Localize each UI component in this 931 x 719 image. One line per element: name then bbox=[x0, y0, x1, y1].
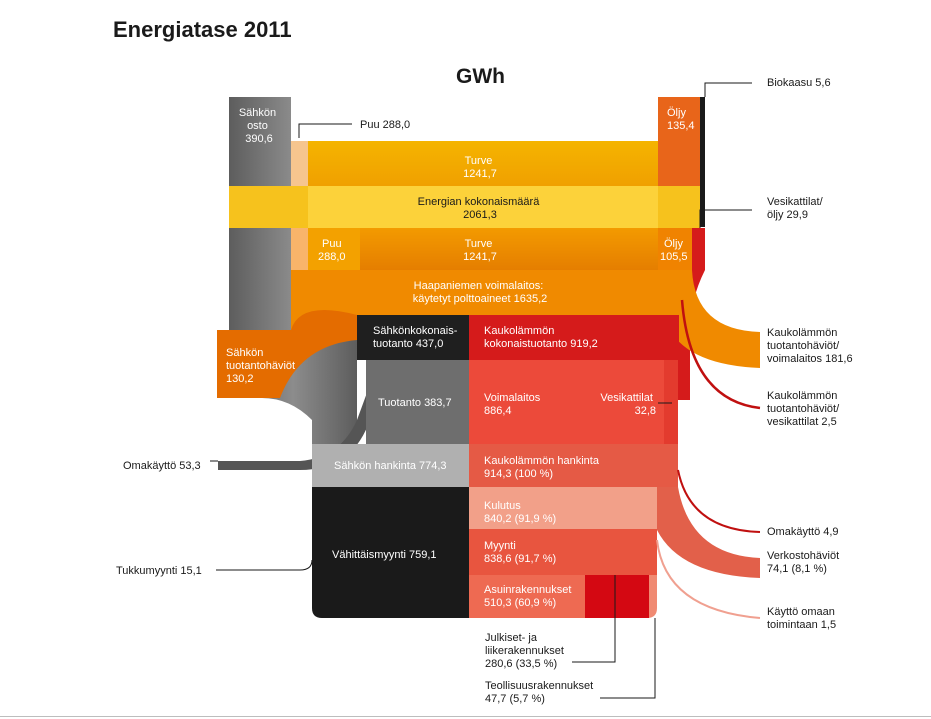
label-omakaytto-right: Omakäyttö 4,9 bbox=[767, 526, 839, 538]
sahkon-hankinta-box bbox=[312, 444, 469, 487]
bottom-divider bbox=[0, 716, 931, 717]
label-sahkon-hankinta: Sähkön hankinta 774,3 bbox=[334, 460, 447, 472]
page-title: Energiatase 2011 bbox=[113, 17, 292, 42]
label-vahittaismyynti: Vähittäismyynti 759,1 bbox=[332, 549, 437, 561]
teollisuus-box bbox=[647, 575, 657, 618]
label-biokaasu: Biokaasu 5,6 bbox=[767, 77, 831, 89]
label-vesikattilat-oljy: Vesikattilat/ öljy 29,9 bbox=[767, 196, 826, 221]
label-tukkumyynti: Tukkumyynti 15,1 bbox=[116, 565, 202, 577]
kl-tuotantohaviot-vesikattilat-flow bbox=[680, 299, 761, 410]
kulutus-box bbox=[469, 487, 657, 529]
leader-lines bbox=[210, 82, 752, 699]
verkostohaviot-flow bbox=[657, 487, 760, 578]
julkiset-box bbox=[585, 575, 649, 618]
label-asuinrakennukset: Asuinrakennukset 510,3 (60,9 %) bbox=[484, 584, 575, 609]
label-oljy-mid: Öljy 105,5 bbox=[660, 238, 688, 263]
label-teollisuus: Teollisuusrakennukset 47,7 (5,7 %) bbox=[485, 680, 596, 705]
unit-label: GWh bbox=[456, 65, 505, 88]
label-haapaniemi: Haapaniemen voimalaitos: käytetyt poltto… bbox=[413, 280, 548, 305]
voimalaitos-box bbox=[469, 360, 664, 444]
kaukolammon-hankinta-box bbox=[469, 444, 678, 487]
puu-mid-bar bbox=[291, 228, 308, 270]
label-kl-tuotantohaviot-vesikattilat: Kaukolämmön tuotantohäviöt/ vesikattilat… bbox=[767, 390, 842, 428]
label-omakaytto-left: Omakäyttö 53,3 bbox=[123, 460, 201, 472]
vesikattilat-box bbox=[664, 360, 678, 444]
kaukolammon-kokonaistuotanto-box bbox=[469, 315, 679, 360]
sahkonkokonaistuotanto-box bbox=[357, 315, 469, 360]
label-verkostohaviot: Verkostohäviöt 74,1 (8,1 %) bbox=[767, 550, 842, 575]
label-kaukolammon-hankinta: Kaukolämmön hankinta 914,3 (100 %) bbox=[484, 455, 602, 480]
vahittaismyynti-box bbox=[312, 487, 469, 618]
vesikattila-flow bbox=[678, 228, 705, 400]
turve-top-bar bbox=[308, 141, 658, 186]
omakaytto-grey-flow bbox=[218, 390, 368, 470]
label-turve-top: Turve 1241,7 bbox=[463, 155, 497, 180]
label-tuotanto: Tuotanto 383,7 bbox=[378, 397, 452, 409]
label-kulutus: Kulutus 840,2 (91,9 %) bbox=[484, 500, 556, 525]
label-turve-mid: Turve 1241,7 bbox=[463, 238, 497, 263]
oljy-mid-bar bbox=[658, 228, 692, 270]
kl-tuotantohaviot-voimalaitos-flow bbox=[658, 270, 760, 368]
kokonaismaara-inner bbox=[308, 186, 658, 228]
label-kaukolammon-kokonaistuotanto: Kaukolämmön kokonaistuotanto 919,2 bbox=[484, 325, 598, 350]
label-sahkon-osto: Sähkön osto 390,6 bbox=[239, 107, 279, 145]
turve-mid-bar bbox=[360, 228, 658, 270]
label-oljy-top: Öljy 135,4 bbox=[667, 107, 695, 132]
puu-mid-bar-wide bbox=[308, 228, 360, 270]
label-sahkonkokonaistuotanto: Sähkönkokonais- tuotanto 437,0 bbox=[373, 325, 460, 350]
puu-top-bar bbox=[291, 141, 308, 186]
label-puu-mid: Puu 288,0 bbox=[318, 238, 346, 263]
label-vesikattilat: Vesikattilat 32,8 bbox=[600, 392, 656, 417]
asuinrakennukset-box bbox=[469, 575, 585, 618]
oljy-top-bar bbox=[658, 97, 700, 186]
label-kl-tuotantohaviot-voimalaitos: Kaukolämmön tuotantohäviöt/ voimalaitos … bbox=[767, 327, 853, 365]
kaytto-omaan-flow bbox=[656, 539, 761, 619]
haapaniemi-bar bbox=[291, 270, 692, 315]
biokaasu-line bbox=[700, 97, 705, 227]
tuotanto-box bbox=[366, 360, 469, 444]
label-myynti: Myynti 838,6 (91,7 %) bbox=[484, 540, 556, 565]
label-julkiset: Julkiset- ja liikerakennukset 280,6 (33,… bbox=[485, 632, 567, 670]
label-kokonaismaara: Energian kokonaismäärä 2061,3 bbox=[418, 196, 543, 221]
label-kaytto-omaan: Käyttö omaan toimintaan 1,5 bbox=[767, 606, 838, 631]
label-puu-top: Puu 288,0 bbox=[360, 119, 410, 131]
label-sahkon-tuotantohaviot: Sähkön tuotantohäviöt 130,2 bbox=[226, 347, 298, 385]
myynti-box bbox=[469, 529, 657, 575]
omakaytto-right-flow bbox=[677, 469, 761, 533]
sahkon-tuotantohaviot-flow bbox=[217, 310, 357, 398]
label-voimalaitos: Voimalaitos 886,4 bbox=[484, 392, 543, 417]
